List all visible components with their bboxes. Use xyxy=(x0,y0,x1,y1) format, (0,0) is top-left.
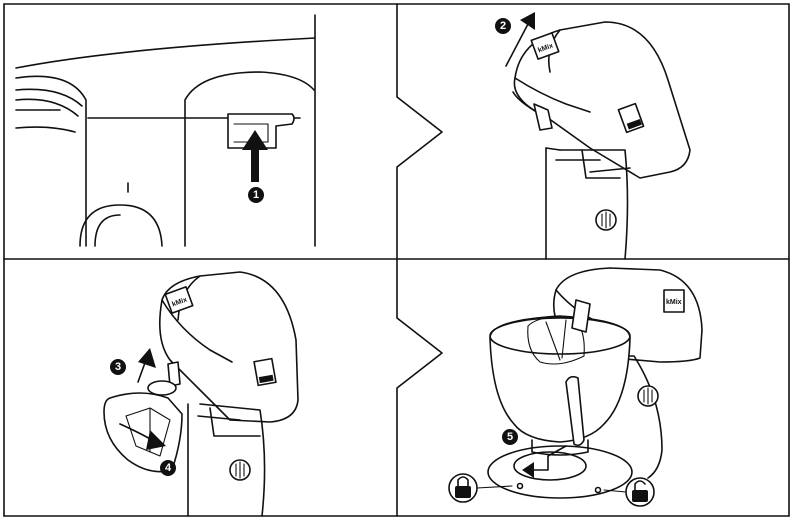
brand-badge: kMix xyxy=(663,289,685,313)
brand-text-3: kMix xyxy=(666,299,682,306)
brand-text: kMix xyxy=(537,42,554,54)
step-number-1: 1 xyxy=(253,189,259,201)
lock-icon xyxy=(448,473,478,503)
flat-beater xyxy=(103,361,183,473)
control-panel xyxy=(253,357,277,387)
step-badge-5: 5 xyxy=(502,429,518,445)
panel-2-head-tilt: kMix 2 xyxy=(495,12,691,260)
step-badge-3: 3 xyxy=(110,359,126,375)
brand-text-2: kMix xyxy=(171,296,188,308)
panel-4-fit-bowl: kMix xyxy=(448,267,703,507)
step-badge-1: 1 xyxy=(248,187,264,203)
brand-badge: kMix xyxy=(530,32,560,60)
step-badge-2: 2 xyxy=(495,18,511,34)
arrow-icon xyxy=(119,423,166,450)
unlock-icon xyxy=(625,477,655,507)
control-panel xyxy=(617,102,645,134)
arrow-icon xyxy=(137,348,156,383)
step-number-2: 2 xyxy=(500,20,506,32)
arrow-icon xyxy=(505,12,535,67)
brand-badge: kMix xyxy=(164,286,194,314)
step-badge-4: 4 xyxy=(160,460,176,476)
panel-1-lever-closeup: 1 xyxy=(15,14,316,247)
step-number-4: 4 xyxy=(165,462,172,474)
panel-frame xyxy=(3,3,790,517)
speed-knob xyxy=(595,209,617,231)
panel-3-insert-beater: kMix xyxy=(103,271,299,517)
arrow-icon xyxy=(242,130,268,182)
step-number-5: 5 xyxy=(507,431,513,443)
speed-knob xyxy=(637,385,659,407)
arrow-icon xyxy=(522,445,567,478)
speed-knob xyxy=(229,459,251,481)
step-number-3: 3 xyxy=(115,361,121,373)
